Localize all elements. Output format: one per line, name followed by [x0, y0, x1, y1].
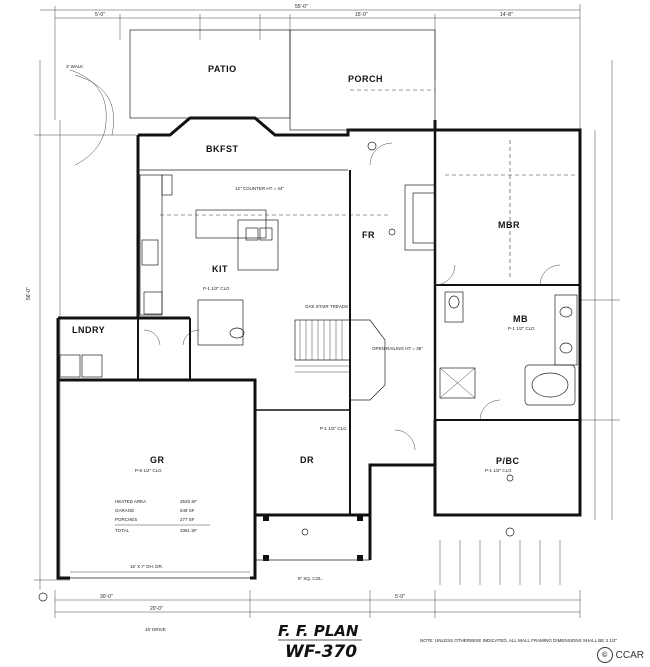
kitchen-fixtures	[139, 174, 436, 316]
column-note: 8" SQ. COL.	[298, 576, 323, 581]
heated-area-value: 2525 SF	[180, 499, 197, 504]
title-block: F. F. PLAN WF-370 NOTE: UNLESS OTHERWISE…	[278, 622, 617, 662]
garage-door-note: 16' X 7' OH. DR.	[130, 564, 163, 569]
left-dimensions: 56'-0"	[26, 60, 136, 590]
room-gr: GR	[150, 455, 165, 465]
ccar-watermark: © CCAR	[596, 647, 644, 663]
stair-note: OAK STAIR TREADS	[305, 304, 348, 309]
garage-area-value: 549 SF	[180, 508, 195, 513]
section-markers	[38, 141, 515, 602]
railing-note: OPEN RAILING HT = 36"	[372, 346, 423, 351]
room-mbr: MBR	[498, 220, 520, 230]
room-fr: FR	[362, 230, 375, 240]
total-area-label: TOTAL	[115, 528, 130, 533]
exterior-walls	[56, 116, 582, 580]
top-dim-3: 14'-8"	[500, 12, 513, 18]
bottom-dim-1: 30'-0"	[100, 594, 113, 600]
pbc-ceiling-note: P-1 1/2" CLG	[485, 468, 512, 473]
porches-area-label: PORCHES	[115, 517, 137, 522]
master-bath-fixtures	[439, 291, 578, 406]
kit-ceiling-note: P-1 1/2" CLG	[203, 286, 230, 291]
plan-title: F. F. PLAN	[278, 622, 359, 640]
dashed-lines	[160, 89, 575, 280]
drive-note: 16' DRIVE	[145, 627, 166, 632]
heated-area-label: HEATED AREA	[115, 499, 146, 504]
area-table: HEATED AREA 2525 SF GARAGE 549 SF PORCHE…	[115, 499, 210, 533]
gr-ceiling-note: P-8 1/2" CLG	[135, 468, 162, 473]
top-dim-2: 15'-0"	[355, 12, 368, 18]
room-bkfst: BKFST	[206, 144, 239, 154]
ccar-logo-text: CCAR	[615, 649, 644, 661]
room-porch: PORCH	[348, 74, 383, 84]
powder-fixtures	[59, 299, 245, 378]
door-swings	[143, 142, 561, 451]
front-columns	[255, 515, 561, 585]
room-patio: PATIO	[208, 64, 237, 74]
stairs	[294, 319, 386, 401]
garage-door	[70, 571, 250, 579]
mb-ceiling-note: P-1 1/2" CLG	[508, 326, 535, 331]
overall-width-label: 55'-0"	[295, 4, 308, 10]
right-dimensions	[580, 60, 620, 520]
porches-area-value: 277 SF	[180, 517, 195, 522]
framing-note: NOTE: UNLESS OTHERWISE INDICATED, ALL WA…	[420, 638, 617, 643]
top-dim-1: 5'-0"	[95, 12, 105, 18]
room-kit: KIT	[212, 264, 228, 274]
bottom-dim-2: 20'-0"	[150, 606, 163, 612]
top-dimensions: 55'-0" 5'-0" 15'-0" 14'-8"	[40, 4, 581, 140]
room-lndry: LNDRY	[72, 325, 105, 335]
walk-note: 3' WALK	[66, 64, 83, 69]
garage-area-label: GARAGE	[115, 508, 134, 513]
plan-model: WF-370	[285, 642, 357, 662]
room-pbc: P/BC	[496, 456, 520, 466]
outdoor-zone	[69, 29, 436, 166]
room-dr: DR	[300, 455, 314, 465]
overall-depth-label: 56'-0"	[26, 287, 32, 300]
counter-note: 12" COUNTER HT = 44"	[235, 186, 284, 191]
bottom-dim-3: 5'-0"	[395, 594, 405, 600]
total-area-value: 3351 SF	[180, 528, 197, 533]
dr-ceiling-note: P-1 1/2" CLG	[320, 426, 347, 431]
bottom-dimensions: 30'-0" 20'-0" 5'-0"	[54, 590, 581, 618]
room-mb: MB	[513, 314, 528, 324]
cc-icon: ©	[596, 647, 613, 663]
